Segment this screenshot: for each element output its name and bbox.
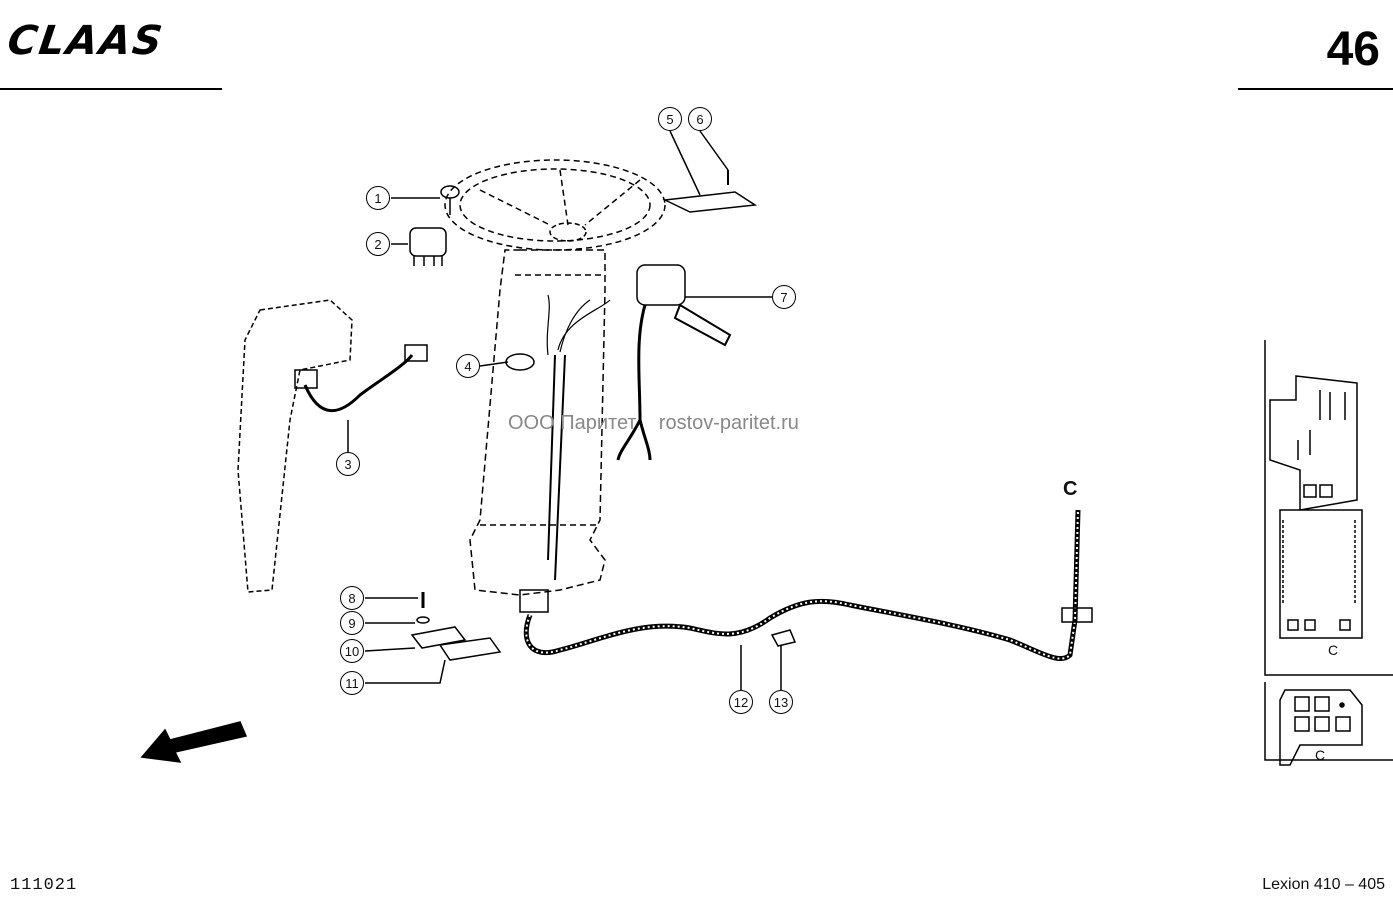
- callout-10: 10: [340, 639, 364, 663]
- part-9-washer: [416, 616, 430, 624]
- watermark: ООО Паритет rostov-paritet.ru: [508, 412, 799, 434]
- part-2-ignition-switch: [409, 227, 447, 257]
- callout-6: 6: [688, 107, 712, 131]
- direction-arrow: [140, 721, 248, 763]
- part-13-clip: [770, 629, 797, 647]
- header-rule-left: [0, 88, 222, 90]
- section-label-inset-lower: C: [1315, 747, 1326, 763]
- part-5-plate: [662, 191, 758, 213]
- header-rule-right: [1238, 88, 1393, 90]
- callout-11: 11: [340, 671, 364, 695]
- callout-5: 5: [658, 107, 682, 131]
- section-label-inset-upper: C: [1328, 642, 1339, 658]
- inset-lower-drawing: [1279, 689, 1363, 766]
- inset-upper-drawing: [1269, 375, 1363, 639]
- part-11-plate: [438, 637, 502, 661]
- part-3-coiled-cable: [303, 354, 414, 413]
- callout-7: 7: [772, 285, 796, 309]
- part-4-clip: [505, 353, 535, 371]
- callout-2: 2: [366, 232, 390, 256]
- page-number: 46: [1326, 23, 1380, 76]
- callout-1: 1: [366, 186, 390, 210]
- inset-lower-frame: [1264, 682, 1393, 761]
- part-7-switch: [636, 264, 686, 306]
- drawing-code: 111021: [10, 876, 78, 895]
- callout-13: 13: [769, 690, 793, 714]
- inset-upper-frame: [1264, 340, 1393, 676]
- model-label: Lexion 410 – 405: [1262, 876, 1385, 893]
- callout-9: 9: [340, 611, 364, 635]
- callout-3: 3: [336, 452, 360, 476]
- steering-wheel: [444, 159, 666, 251]
- part-1-key: [440, 185, 460, 199]
- callout-4: 4: [456, 354, 480, 378]
- column-harness: [547, 354, 566, 581]
- callout-8: 8: [340, 586, 364, 610]
- steering-column: [469, 249, 606, 596]
- section-label-main: C: [1063, 478, 1078, 500]
- part-10-bracket: [410, 626, 467, 649]
- callout-12: 12: [729, 690, 753, 714]
- lever-outline: [237, 299, 353, 593]
